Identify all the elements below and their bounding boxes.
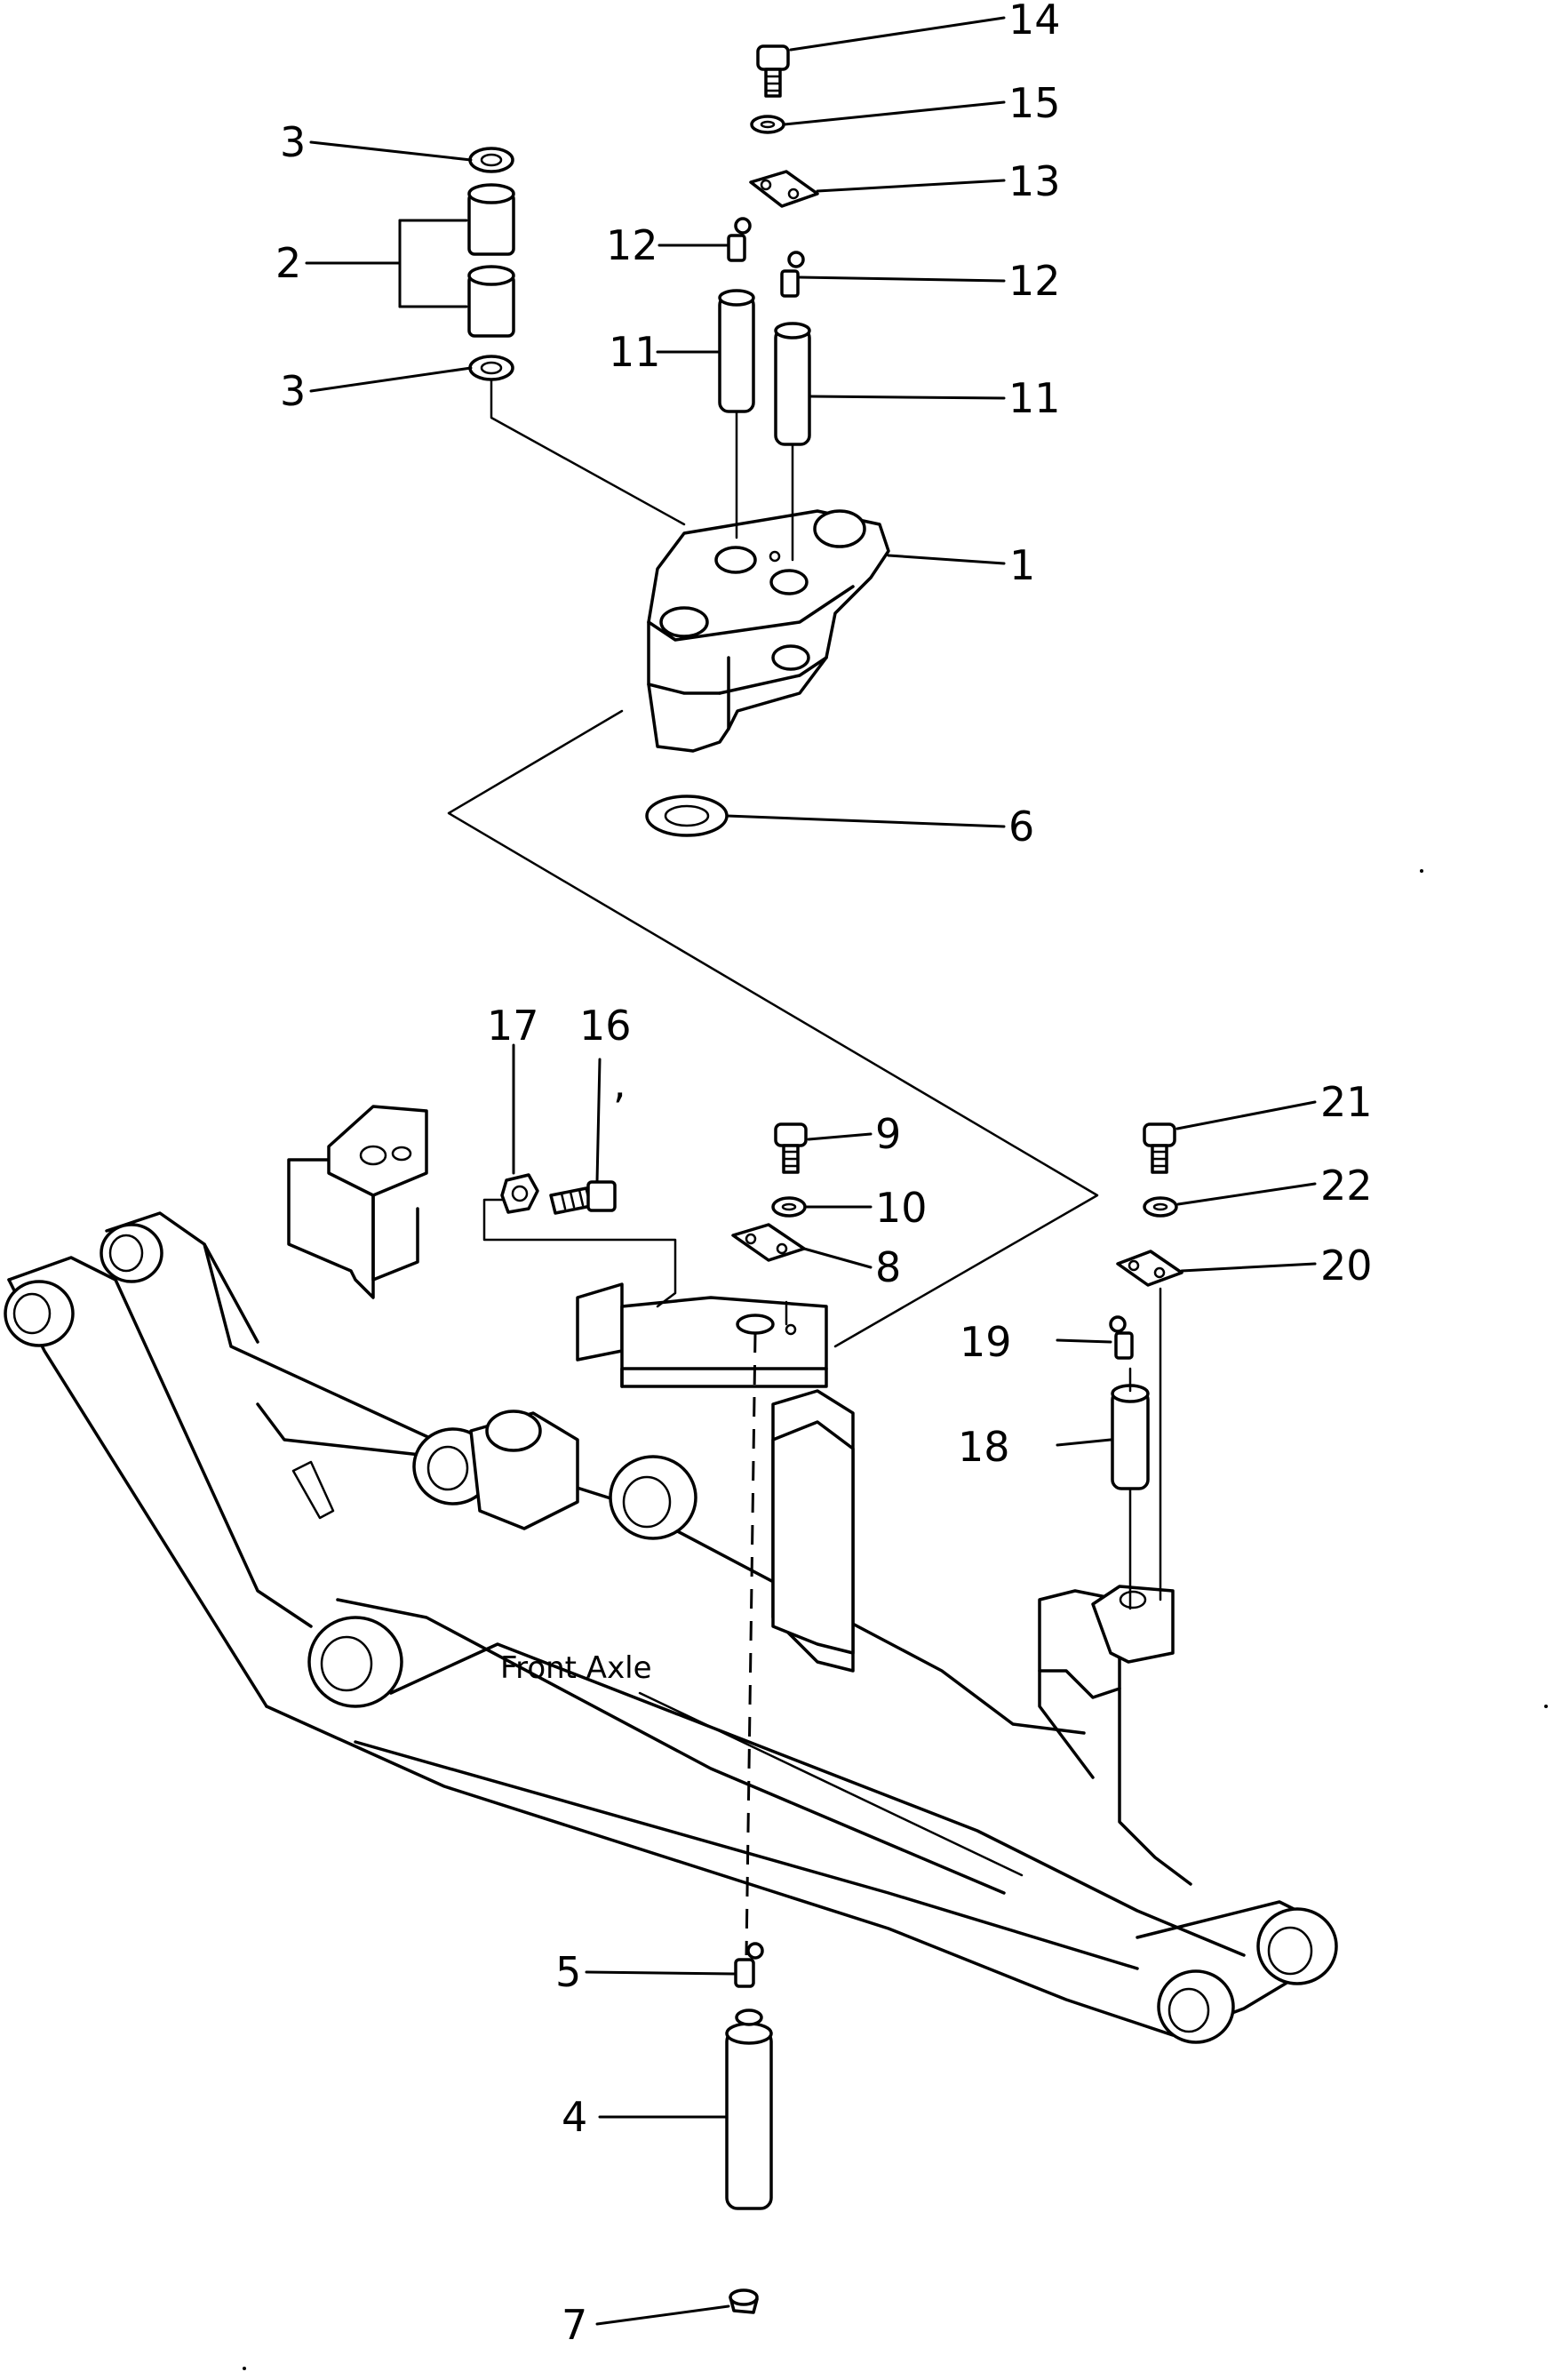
callout-13: 13 [1008,157,1061,205]
stray-dot [1544,1705,1548,1708]
callout-14: 14 [1008,0,1061,44]
part-11-pins [718,289,811,446]
callout-10: 10 [875,1184,928,1232]
part-17-nut [500,1173,539,1214]
front-axle-label: Front Axle [500,1650,652,1686]
callout-11-right: 11 [1008,374,1061,422]
part-19-grease-fitting [1109,1315,1134,1360]
callout-9: 9 [875,1110,901,1158]
callout-11-left: 11 [609,328,661,376]
callout-7: 7 [562,2301,587,2349]
part-8-plate [731,1223,806,1262]
stray-dot [1420,869,1423,873]
part-15-washer [750,115,785,134]
callout-2: 2 [275,239,301,287]
part-12-grease-fittings [727,217,805,298]
part-7-plug [729,2288,759,2314]
callout-5: 5 [555,1948,581,1996]
callout-12-right: 12 [1008,257,1061,305]
part-6-thrust-washer [645,795,729,837]
callout-3-bottom: 3 [280,367,306,415]
callout-4: 4 [562,2093,587,2141]
part-3-washers [468,147,514,381]
part-18-pin [1111,1384,1150,1490]
callout-12-left: 12 [606,221,658,269]
callout-20: 20 [1320,1242,1373,1290]
callout-8: 8 [875,1243,901,1291]
part-22-washer [1143,1196,1178,1218]
part-14-bolt [756,44,790,98]
callout-17: 17 [487,1002,539,1050]
stray-mark: , [613,1059,626,1107]
callout-labels: 1 2 3 3 4 5 6 7 8 9 10 11 11 12 12 13 14… [275,0,1373,2349]
part-1-bracket [647,509,890,753]
part-2-bushings [467,183,515,338]
part-5-grease-fitting [734,1942,764,1988]
front-axle [4,1105,1338,2044]
leader-lines [305,16,1317,2326]
part-13-plate [749,170,819,208]
callout-19: 19 [960,1318,1012,1366]
callout-22: 22 [1320,1162,1373,1210]
callout-6: 6 [1008,803,1034,851]
part-9-bolt [774,1122,808,1174]
part-20-plate [1116,1250,1183,1287]
part-21-bolt [1143,1122,1176,1174]
part-10-washer [771,1196,807,1218]
stray-dot [243,2367,246,2370]
callout-18: 18 [958,1423,1010,1471]
part-4-pin [725,2009,773,2210]
callout-21: 21 [1320,1078,1373,1126]
callout-16: 16 [579,1002,632,1050]
callout-15: 15 [1008,79,1061,127]
part-16-bolt [549,1180,617,1215]
callout-1: 1 [1009,541,1035,589]
callout-3-top: 3 [280,118,306,166]
